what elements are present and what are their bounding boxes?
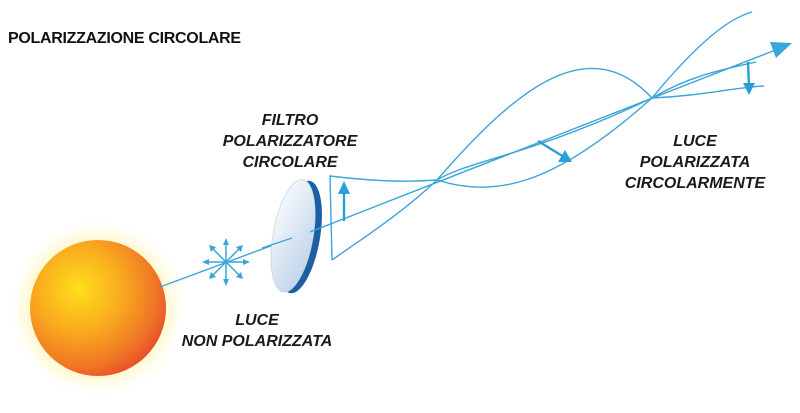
field-vector-arrows — [338, 61, 755, 221]
circular-polarizer-lens-icon — [270, 179, 322, 294]
label-line: FILTRO — [261, 112, 319, 129]
label-line: POLARIZZATORE — [222, 133, 358, 150]
label-line: CIRCOLARMENTE — [624, 175, 766, 192]
label-line: LUCE — [235, 312, 279, 329]
ray-through-lens — [261, 237, 293, 249]
circular-wave — [329, 11, 765, 261]
label-line: CIRCOLARE — [242, 154, 338, 171]
propagation-axis — [309, 48, 779, 233]
label-unpolarized-light: LUCE NON POLARIZZATA — [172, 310, 342, 352]
label-line: LUCE — [673, 133, 717, 150]
unpolarized-light-star-icon — [202, 238, 250, 286]
sun-icon — [8, 218, 188, 398]
page-title: POLARIZZAZIONE CIRCOLARE — [8, 30, 241, 47]
label-line: POLARIZZATA — [639, 154, 751, 171]
label-circularly-polarized-light: LUCE POLARIZZATA CIRCOLARMENTE — [600, 131, 790, 194]
propagation-arrowhead — [770, 42, 792, 58]
label-circular-polarizing-filter: FILTRO POLARIZZATORE CIRCOLARE — [205, 110, 375, 173]
label-line: NON POLARIZZATA — [181, 333, 333, 350]
